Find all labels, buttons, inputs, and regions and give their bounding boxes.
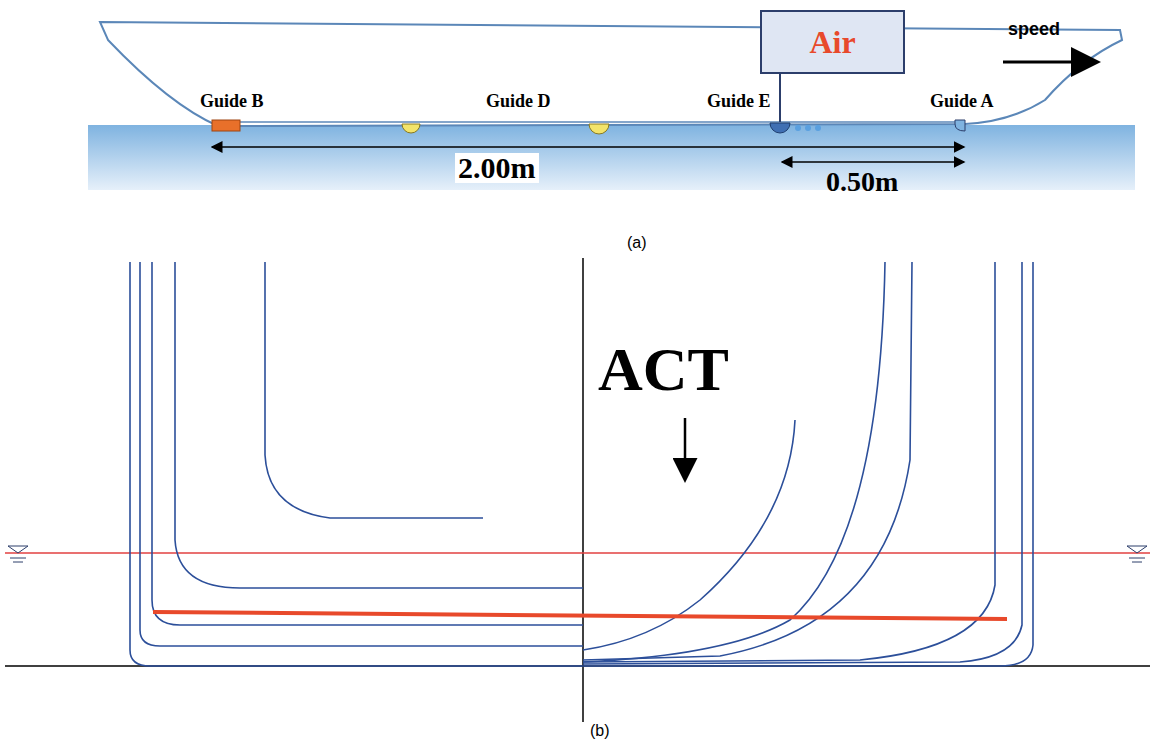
water-symbol [8,546,28,562]
speed-arrow [1003,61,1095,64]
label: 0.50m [826,168,898,196]
centerline [582,258,584,722]
bubble [805,125,811,131]
water-band [88,125,1135,190]
label: (b) [587,723,613,739]
act-arrow [684,418,687,478]
guide-b [212,120,240,131]
label: 2.00m [455,153,539,183]
air-box: Air [760,10,905,74]
bubble [815,125,821,131]
act-line [153,612,1007,619]
label: (a) [627,235,647,251]
guide-a [955,120,965,131]
label: ACT [598,338,729,400]
label: Guide A [930,92,994,110]
guide-d [589,124,609,134]
hull-outline [100,22,1122,126]
dimension-line [782,161,964,163]
box-label: Air [809,26,855,58]
guide-e [770,123,790,133]
bubble [795,125,801,131]
label: speed [1008,20,1060,38]
label: Guide D [486,92,551,110]
guide [402,124,420,133]
label: Guide E [707,92,771,110]
hull-bottom [225,121,962,123]
label: Guide B [200,92,264,110]
water-symbol [1127,546,1147,562]
dimension-line [212,146,964,148]
section-lines [130,262,1033,666]
